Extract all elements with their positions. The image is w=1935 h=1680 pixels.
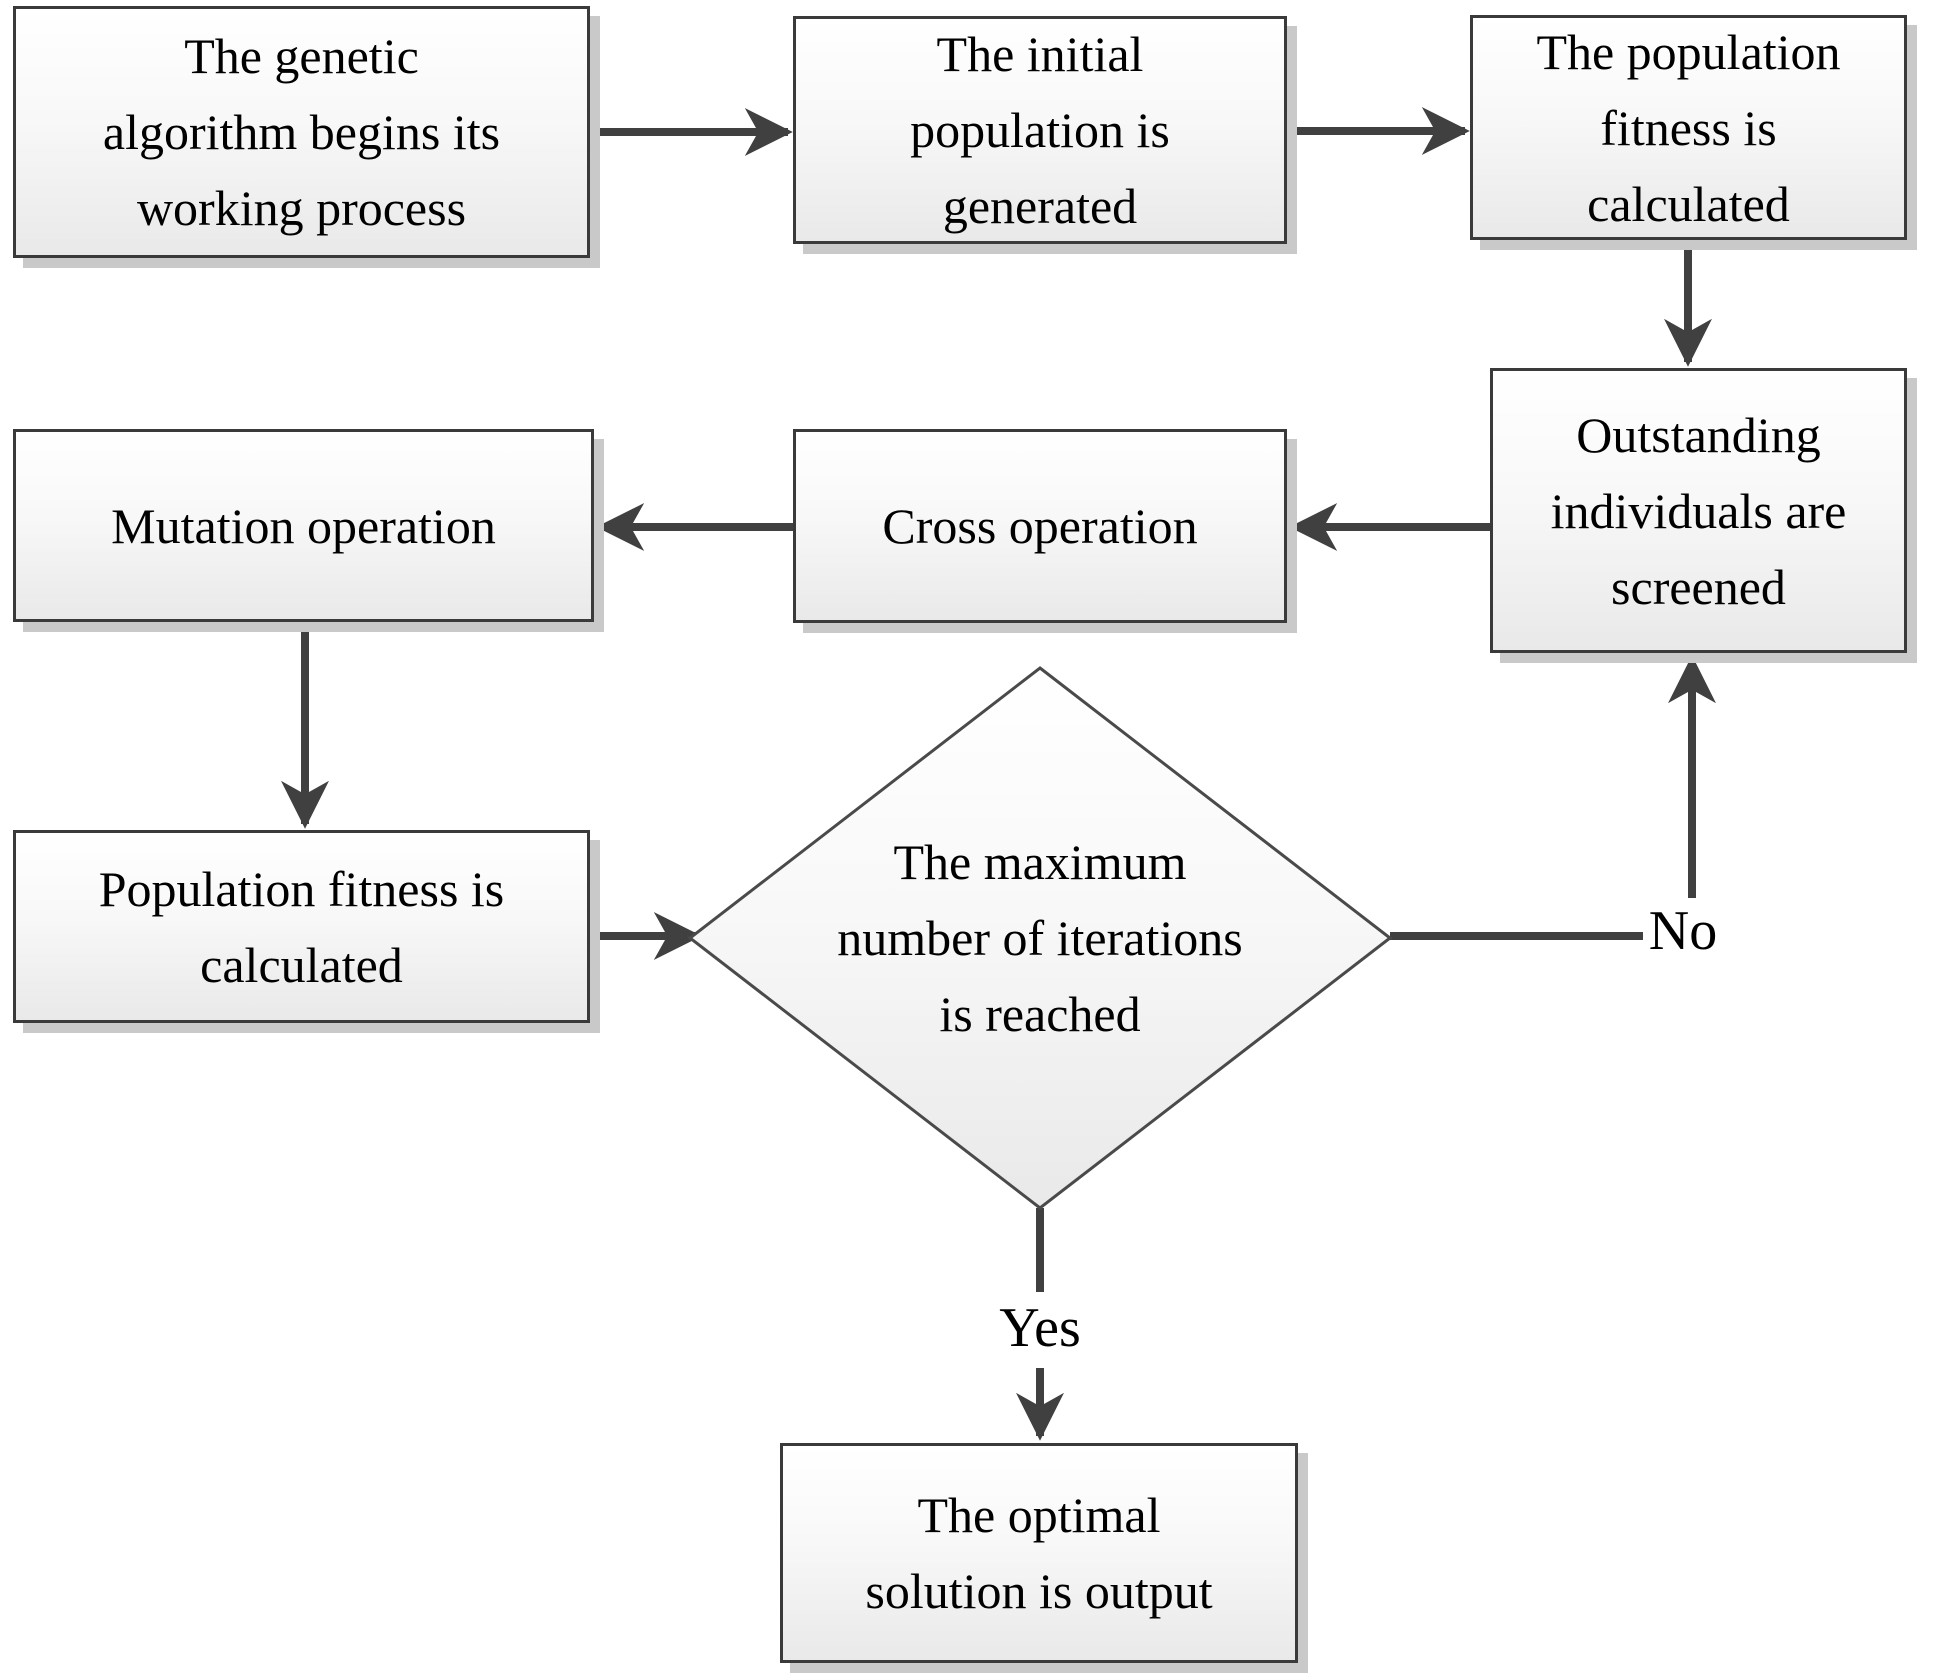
no-branch-label: No (1648, 900, 1718, 962)
cross-operation-label: Cross operation (882, 498, 1198, 554)
mutation-operation-node: Mutation operation (13, 429, 594, 622)
cross-operation-node: Cross operation (793, 429, 1287, 623)
mutation-operation-label: Mutation operation (111, 497, 496, 554)
yes-branch-label: Yes (999, 1297, 1081, 1359)
decision-diamond-shape (687, 666, 1393, 1210)
